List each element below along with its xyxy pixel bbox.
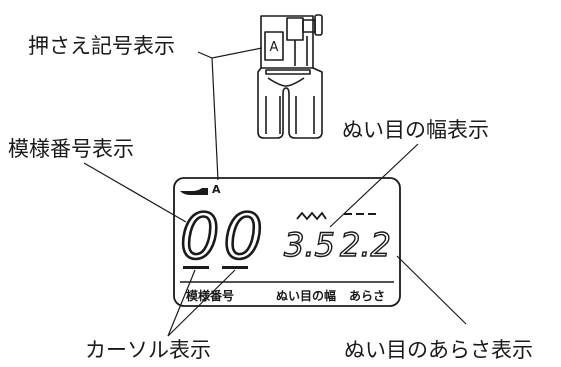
leader-presser-foot-plate [197,47,263,59]
leader-cursor-left [167,269,196,337]
foot-icon [180,188,208,195]
lcd-label-pattern-number: 模様番号 [186,288,234,303]
leader-stitch-length [396,255,467,325]
cursor-display-label: カーソル表示 [85,338,211,362]
leader-cursor-right [167,269,236,337]
lcd-foot-code: A [212,183,221,196]
cursor-bar-right [222,266,248,269]
leader-presser-foot-lcd [211,57,219,181]
lcd-label-stitch-length: あらさ [349,289,385,303]
leader-pattern-number [83,162,187,223]
leader-lines [83,47,467,337]
cursor-bar-left [183,266,209,269]
presser-foot-illustration [257,14,323,139]
lcd-label-stitch-width: ぬい目の幅 [276,288,336,303]
lcd-frame [173,177,401,307]
stitch-width-display-label: ぬい目の幅表示 [342,118,489,142]
pattern-number-display-label: 模様番号表示 [8,137,134,161]
presser-foot-display-label: 押さえ記号表示 [28,34,175,58]
zigzag-icon [296,211,327,221]
leader-stitch-width [329,143,419,228]
lcd-stitch-width: 3.5 [284,226,335,264]
lcd-stitch-length: 2.2 [340,226,391,264]
stitch-length-display-label: ぬい目のあらさ表示 [344,338,533,362]
presser-foot-letter: A [270,40,279,55]
lcd-pattern-number: 00 [180,200,267,273]
